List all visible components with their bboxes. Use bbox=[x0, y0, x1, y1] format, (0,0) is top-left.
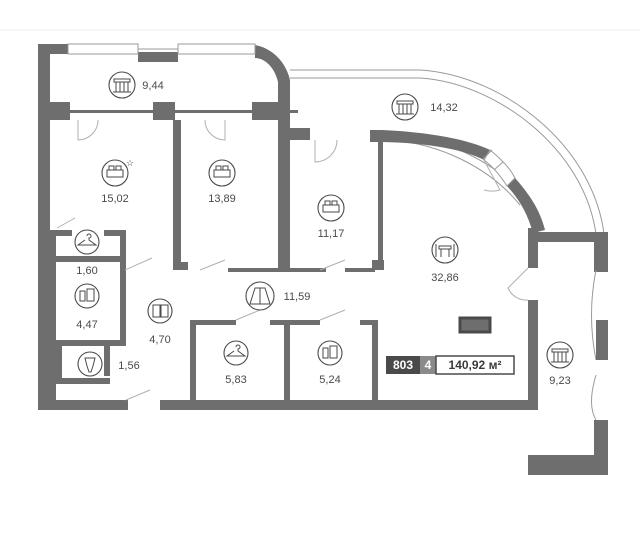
walls bbox=[38, 44, 608, 475]
room-area: 14,32 bbox=[430, 102, 458, 114]
apartment-number: 803 bbox=[393, 358, 413, 372]
room-wardrobe: 5,83 bbox=[223, 340, 249, 386]
room-area: 1,60 bbox=[76, 265, 97, 277]
windows bbox=[67, 43, 516, 187]
room-bedroom-2: 13,89 bbox=[208, 159, 236, 205]
room-bedroom-3: 11,17 bbox=[317, 194, 345, 240]
room-bedroom-master: ☆ 15,02 bbox=[101, 158, 134, 205]
apartment-badge: 803 4 140,92 м² bbox=[386, 355, 515, 375]
bathroom-icon bbox=[317, 340, 343, 366]
svg-text:☆: ☆ bbox=[126, 158, 134, 168]
bed-star-icon: ☆ bbox=[101, 158, 134, 187]
room-area: 1,56 bbox=[118, 360, 139, 372]
balcony-icon bbox=[546, 341, 574, 369]
room-bathroom-1: 4,47 bbox=[74, 283, 100, 331]
room-area: 9,23 bbox=[549, 375, 570, 387]
room-area: 11,17 bbox=[318, 228, 345, 240]
room-area: 4,47 bbox=[76, 319, 97, 331]
room-toilet: 1,56 bbox=[77, 351, 140, 377]
room-area: 5,83 bbox=[225, 374, 246, 386]
balcony-icon bbox=[391, 93, 419, 121]
room-area: 32,86 bbox=[431, 272, 459, 284]
room-area: 5,24 bbox=[319, 374, 340, 386]
toilet-icon bbox=[77, 351, 103, 377]
room-living-kitchen: 32,86 bbox=[431, 236, 459, 284]
dining-icon bbox=[431, 236, 459, 264]
room-area: 4,70 bbox=[149, 334, 170, 346]
room-area: 9,44 bbox=[142, 80, 163, 92]
balcony-icon bbox=[108, 71, 136, 99]
room-area: 11,59 bbox=[284, 291, 311, 303]
room-hallway-side: 4,70 bbox=[147, 298, 173, 346]
rooms-count: 4 bbox=[425, 358, 432, 372]
room-area: 13,89 bbox=[208, 193, 236, 205]
room-balcony-curved: 14,32 bbox=[391, 93, 458, 121]
room-balcony-top: 9,44 bbox=[108, 71, 164, 99]
closet-icon bbox=[147, 298, 173, 324]
room-wardrobe-small: 1,60 bbox=[74, 229, 100, 277]
hanger-icon bbox=[223, 340, 249, 366]
room-balcony-right: 9,23 bbox=[546, 341, 574, 387]
bed-icon bbox=[317, 194, 345, 222]
hall-icon bbox=[245, 281, 275, 311]
bathroom-icon bbox=[74, 283, 100, 309]
bed-icon bbox=[208, 159, 236, 187]
room-area: 15,02 bbox=[101, 193, 129, 205]
doors bbox=[56, 119, 529, 401]
room-bathroom-2: 5,24 bbox=[317, 340, 343, 386]
room-hall: 11,59 bbox=[245, 281, 311, 311]
hanger-icon bbox=[74, 229, 100, 255]
total-area: 140,92 м² bbox=[449, 358, 502, 372]
